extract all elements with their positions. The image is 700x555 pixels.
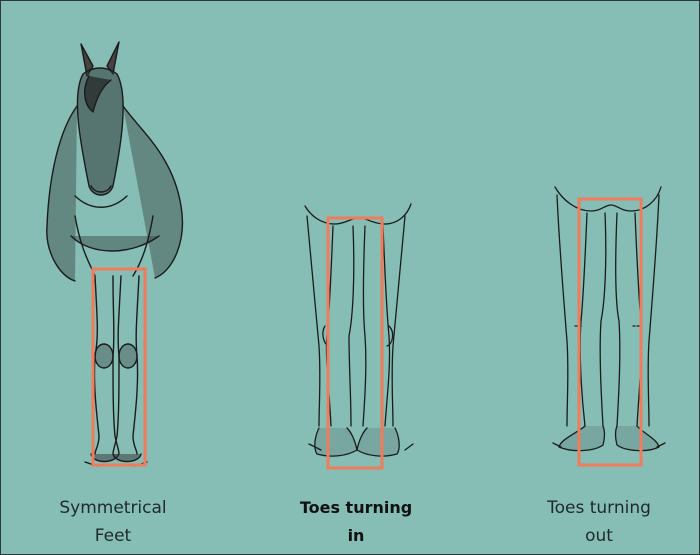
caption-toes-turning-in: Toes turning in [256,494,456,550]
caption-line: Symmetrical [13,494,213,522]
caption-symmetrical-feet: Symmetrical Feet [13,494,213,550]
horse-front-view-illustration [41,36,191,476]
caption-line: Toes turning [256,494,456,522]
caption-line: Toes turning [499,494,699,522]
highlight-box [579,199,641,465]
legs-toes-in-illustration [301,196,421,481]
caption-line: out [499,522,699,550]
legs-toes-out-illustration [549,181,669,476]
caption-line: in [256,522,456,550]
caption-toes-turning-out: Toes turning out [499,494,699,550]
caption-line: Feet [13,522,213,550]
